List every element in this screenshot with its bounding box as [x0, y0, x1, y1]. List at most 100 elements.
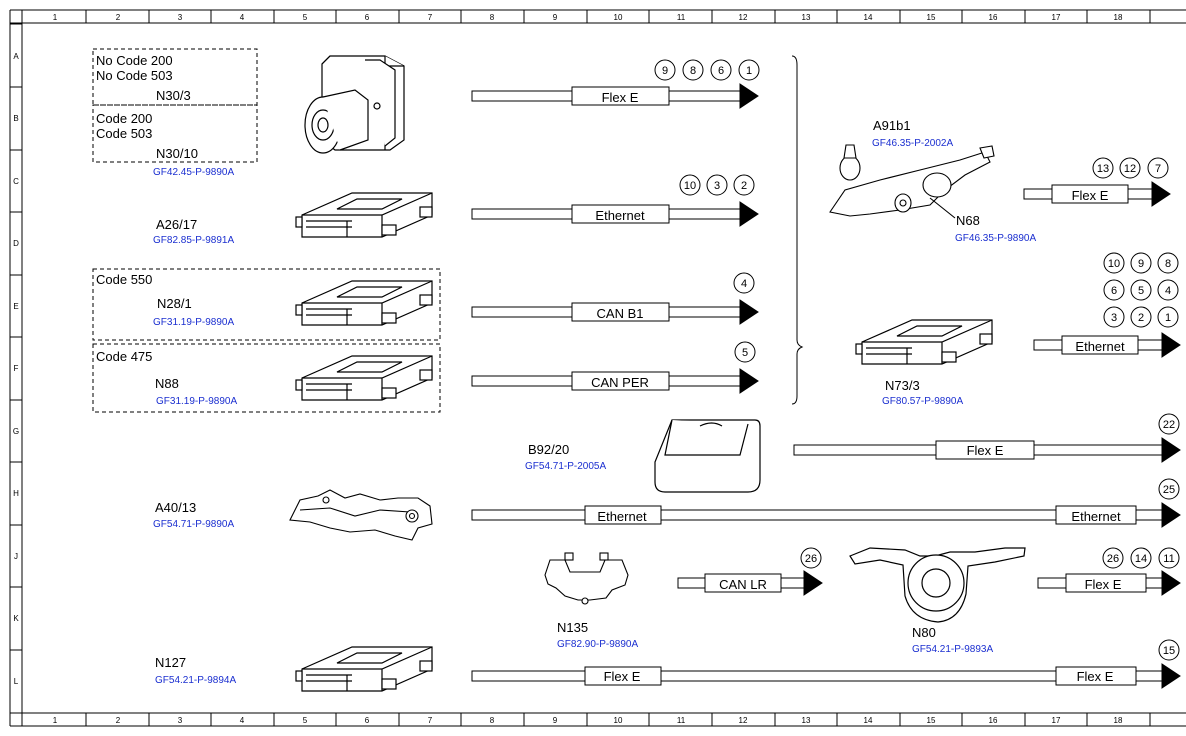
connection-number [1103, 306, 1125, 328]
row-marker: H [13, 489, 19, 498]
connection-number-text: 13 [1097, 163, 1109, 175]
row-marker: C [13, 177, 19, 186]
column-marker: 7 [428, 716, 433, 725]
row-marker: F [14, 364, 19, 373]
n88-control-unit-icon [295, 355, 433, 401]
doc-ref-a40-13[interactable]: GF54.71-P-9890A [153, 519, 234, 530]
n80-steering-column-module-icon [849, 547, 1026, 623]
code-label-no-200: No Code 200 [96, 53, 173, 68]
connection-number [1092, 157, 1114, 179]
connection-number [1158, 478, 1180, 500]
a91b1-n68-steering-icon [829, 144, 995, 219]
diagram-frame [9, 9, 1186, 727]
connection-number [1157, 306, 1179, 328]
connection-number [800, 547, 822, 569]
n127-control-unit-icon [295, 646, 433, 692]
code-label-503: Code 503 [96, 126, 152, 141]
bus-lines [471, 83, 1181, 689]
connection-number [734, 341, 756, 363]
connection-number [1130, 252, 1152, 274]
doc-ref-n135[interactable]: GF82.90-P-9890A [557, 639, 638, 650]
component-label-n135: N135 [557, 620, 588, 635]
connection-number [738, 59, 760, 81]
column-marker: 14 [864, 13, 873, 22]
code-label-550: Code 550 [96, 272, 152, 287]
doc-ref-n80[interactable]: GF54.21-P-9893A [912, 644, 993, 655]
column-marker: 11 [677, 13, 686, 22]
column-marker: 17 [1052, 13, 1061, 22]
row-marker: L [14, 677, 19, 686]
bus-labels: Flex E Ethernet CAN B1 CAN PER Flex E Et… [591, 90, 1125, 684]
doc-ref-a91b1[interactable]: GF46.35-P-2002A [872, 138, 953, 149]
component-label-n68: N68 [956, 213, 980, 228]
a40-13-bracket-icon [289, 489, 433, 541]
component-label-n88: N88 [155, 376, 179, 391]
connection-number [682, 59, 704, 81]
component-label-n73-3: N73/3 [885, 378, 920, 393]
bus-label-n30-flex: Flex E [602, 90, 639, 105]
connection-number-text: 4 [1165, 285, 1171, 297]
column-marker: 2 [116, 716, 121, 725]
connection-number [1103, 279, 1125, 301]
connection-number-text: 8 [690, 65, 696, 77]
column-marker: 13 [802, 13, 811, 22]
doc-ref-n68[interactable]: GF46.35-P-9890A [955, 233, 1036, 244]
n73-3-control-unit-icon [855, 319, 993, 365]
column-marker: 10 [614, 716, 623, 725]
connection-number [1130, 306, 1152, 328]
bus-label-n127-flex-2: Flex E [1077, 669, 1114, 684]
doc-ref-n73-3[interactable]: GF80.57-P-9890A [882, 396, 963, 407]
doc-ref-a26-17[interactable]: GF82.85-P-9891A [153, 235, 234, 246]
column-marker: 9 [553, 716, 558, 725]
component-label-n28-1: N28/1 [157, 296, 192, 311]
connection-number-text: 11 [1163, 553, 1174, 565]
bus-label-n80-flex: Flex E [1085, 577, 1122, 592]
connection-number-text: 3 [1111, 312, 1117, 324]
connection-number-text: 6 [718, 65, 724, 77]
doc-ref-n127[interactable]: GF54.21-P-9894A [155, 675, 236, 686]
doc-ref-n30-10[interactable]: GF42.45-P-9890A [153, 167, 234, 178]
connection-number-text: 9 [662, 65, 668, 77]
doc-ref-n88[interactable]: GF31.19-P-9890A [156, 396, 237, 407]
connection-number-text: 5 [1138, 285, 1144, 297]
doc-ref-b92-20[interactable]: GF54.71-P-2005A [525, 461, 606, 472]
column-marker: 17 [1052, 716, 1061, 725]
bus-label-n73-eth: Ethernet [1075, 339, 1125, 354]
connection-number [654, 59, 676, 81]
column-marker: 6 [365, 13, 370, 22]
column-marker: 18 [1114, 13, 1123, 22]
connection-number [733, 174, 755, 196]
row-marker: D [13, 239, 19, 248]
column-marker: 11 [677, 716, 686, 725]
connection-number [1130, 279, 1152, 301]
column-marker: 3 [178, 716, 183, 725]
row-marker: J [14, 552, 18, 561]
bus-label-a26-eth: Ethernet [595, 208, 645, 223]
b92-20-sensor-icon [654, 419, 761, 493]
component-label-a26-17: A26/17 [156, 217, 197, 232]
column-marker: 4 [240, 716, 245, 725]
connection-number [1158, 547, 1180, 569]
code-label-no-503: No Code 503 [96, 68, 173, 83]
bus-label-a40-eth-1: Ethernet [597, 509, 647, 524]
n28-1-control-unit-icon [295, 280, 433, 326]
connection-number [733, 272, 755, 294]
row-marker: A [13, 52, 19, 61]
connection-number-text: 10 [1108, 258, 1120, 270]
column-marker: 4 [240, 13, 245, 22]
column-marker: 5 [303, 716, 308, 725]
connection-number [1157, 252, 1179, 274]
bus-label-n127-flex-1: Flex E [604, 669, 641, 684]
column-marker: 5 [303, 13, 308, 22]
connection-number-text: 22 [1163, 419, 1175, 431]
doc-ref-n28-1[interactable]: GF31.19-P-9890A [153, 317, 234, 328]
connection-number [1103, 252, 1125, 274]
n135-unit-icon [544, 552, 629, 605]
code-box-n28-1 [92, 268, 441, 341]
component-label-a91b1: A91b1 [873, 118, 911, 133]
code-label-200: Code 200 [96, 111, 152, 126]
column-marker: 12 [739, 13, 748, 22]
component-label-b92-20: B92/20 [528, 442, 569, 457]
